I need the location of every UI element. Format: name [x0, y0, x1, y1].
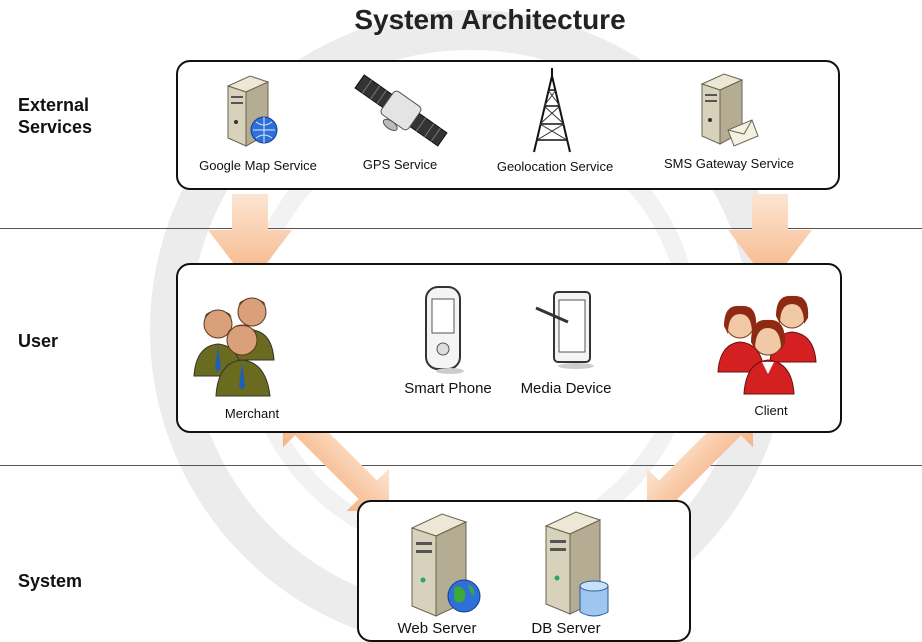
db-server-icon [544, 511, 609, 617]
sms-gateway-service-label: SMS Gateway Service [663, 156, 795, 171]
google-map-server-icon [226, 75, 278, 147]
gps-satellite-icon [354, 74, 448, 147]
arrow-external-to-client [728, 194, 812, 285]
client-group-icon [717, 295, 817, 395]
separator-line-upper [0, 228, 922, 229]
merchant-label: Merchant [224, 406, 280, 421]
smart-phone-label: Smart Phone [404, 380, 492, 397]
web-server-icon [410, 513, 481, 617]
separator-line-lower [0, 465, 922, 466]
row-label-external-line2: Services [18, 117, 93, 137]
google-map-service-label: Google Map Service [199, 158, 317, 173]
db-server-label: DB Server [531, 620, 601, 637]
geolocation-service-label: Geolocation Service [496, 159, 614, 174]
web-server-label: Web Server [397, 620, 477, 637]
client-label: Client [754, 403, 788, 418]
media-device-icon [535, 291, 594, 369]
media-device-label: Media Device [520, 380, 612, 397]
smart-phone-icon [425, 286, 464, 374]
arrow-external-to-merchant [208, 194, 292, 285]
gps-service-label: GPS Service [362, 157, 438, 172]
row-label-user: User [18, 331, 59, 351]
geolocation-tower-icon [533, 68, 571, 153]
row-label-external: External Services [18, 94, 92, 138]
diagram-title: System Architecture [354, 4, 626, 35]
merchant-group-icon [193, 297, 275, 397]
sms-gateway-server-icon [700, 73, 759, 147]
row-label-external-line1: External [18, 95, 90, 115]
row-label-system: System [18, 571, 83, 591]
